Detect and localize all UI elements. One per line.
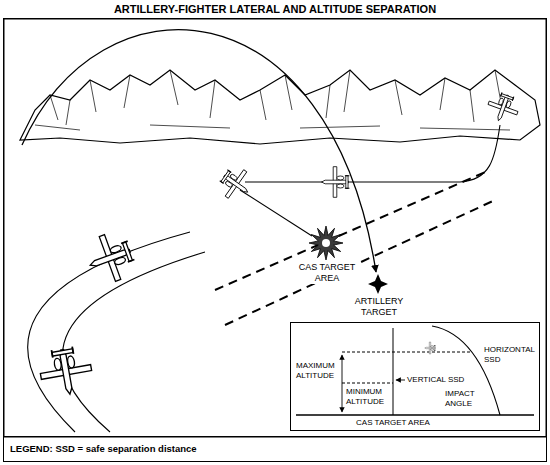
min-altitude-line bbox=[342, 383, 393, 384]
trajectory-curve bbox=[432, 326, 500, 415]
altitude-dimension bbox=[342, 355, 343, 412]
artillery-trajectory bbox=[22, 30, 376, 272]
target-symbol bbox=[368, 274, 388, 294]
aircraft bbox=[322, 167, 350, 198]
turn-path bbox=[62, 252, 205, 432]
aircraft bbox=[37, 344, 95, 399]
pointer-arrow bbox=[396, 380, 405, 381]
aircraft bbox=[425, 342, 436, 354]
flight-path bbox=[245, 125, 500, 182]
inset-ground bbox=[290, 322, 540, 431]
annotation-label: CAS TARGET AREA bbox=[294, 262, 360, 284]
vertical-line bbox=[393, 328, 394, 415]
legend-band: LEGEND: SSD = safe separation distance bbox=[3, 436, 547, 462]
frame bbox=[4, 19, 547, 437]
mountain-range bbox=[20, 70, 540, 144]
attack-path bbox=[240, 190, 312, 236]
inset-label: MINIMUM ALTITUDE bbox=[346, 387, 390, 407]
corridor-line bbox=[215, 170, 490, 290]
inset-panel: HORIZONTAL SSD MAXIMUM ALTITUDE MINIMUM AL… bbox=[290, 322, 540, 431]
explosion bbox=[309, 226, 343, 260]
aircraft bbox=[484, 89, 522, 126]
mountain-hatching bbox=[35, 70, 510, 130]
inset-label: IMPACT ANGLE bbox=[445, 389, 481, 409]
explosion-core bbox=[322, 239, 330, 247]
legend-text: LEGEND: SSD = safe separation distance bbox=[10, 443, 197, 455]
annotation-label: ARTILLERY TARGET bbox=[349, 296, 409, 318]
inset-label: CAS TARGET AREA bbox=[318, 418, 468, 428]
inset-label: VERTICAL SSD bbox=[407, 375, 464, 385]
ground-line bbox=[296, 414, 534, 415]
aircraft bbox=[214, 162, 257, 205]
max-altitude-line bbox=[342, 352, 470, 353]
title: ARTILLERY-FIGHTER LATERAL AND ALTITUDE S… bbox=[0, 3, 550, 16]
aircraft bbox=[82, 228, 139, 288]
inset-label: HORIZONTAL SSD bbox=[484, 345, 538, 365]
corridor-line bbox=[225, 200, 495, 325]
inset-label: MAXIMUM ALTITUDE bbox=[296, 361, 340, 381]
